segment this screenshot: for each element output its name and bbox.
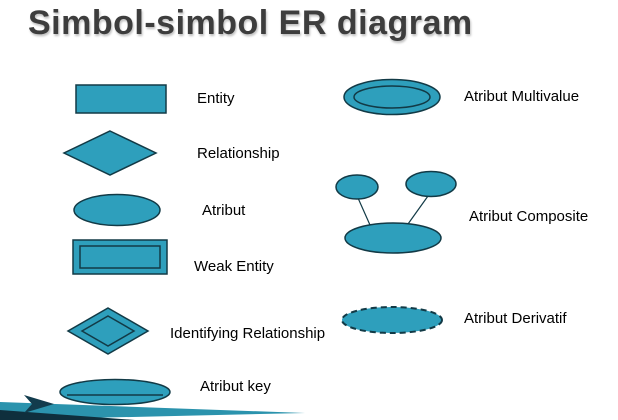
swoosh-decoration-icon: [0, 395, 305, 420]
atribut-composite-symbol: [330, 170, 465, 258]
dashed-ellipse-icon: [341, 306, 443, 334]
atribut-derivatif-symbol: [340, 305, 444, 335]
atribut-derivatif-label: Atribut Derivatif: [464, 310, 567, 327]
atribut-symbol: [72, 193, 162, 227]
key-ellipse-icon: [59, 378, 171, 406]
weak-entity-symbol: [72, 239, 168, 275]
atribut-label: Atribut: [202, 202, 246, 219]
corner-decoration: [0, 392, 320, 420]
atribut-composite-label: Atribut Composite: [469, 208, 589, 225]
diamond-icon: [62, 130, 158, 176]
atribut-key-label: Atribut key: [200, 378, 271, 395]
page-title: Simbol-simbol ER diagram: [28, 4, 473, 42]
composite-ellipses-icon: [335, 170, 457, 254]
rectangle-icon: [75, 84, 167, 114]
double-diamond-icon: [66, 307, 150, 355]
identifying-relationship-symbol: [66, 307, 150, 355]
relationship-symbol: [62, 130, 158, 176]
entity-label: Entity: [197, 90, 235, 107]
atribut-key-symbol: [58, 378, 172, 406]
entity-symbol: [75, 84, 167, 114]
identifying-relationship-label: Identifying Relationship: [170, 325, 326, 342]
ellipse-icon: [73, 193, 161, 227]
double-rectangle-icon: [72, 239, 168, 275]
relationship-label: Relationship: [197, 145, 280, 162]
weak-entity-label: Weak Entity: [194, 258, 274, 275]
double-ellipse-icon: [343, 78, 441, 116]
atribut-multivalue-label: Atribut Multivalue: [464, 88, 580, 105]
atribut-multivalue-symbol: [342, 78, 442, 116]
